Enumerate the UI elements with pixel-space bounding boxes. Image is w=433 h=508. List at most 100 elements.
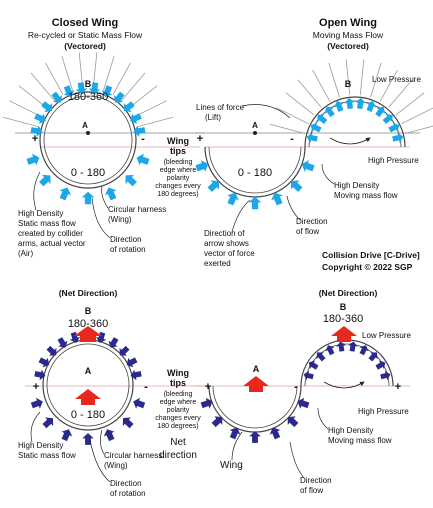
open-wing-title: Open Wing [319, 17, 377, 29]
open-wing-lines-leader [241, 104, 291, 119]
svg-text:Net: Net [170, 437, 186, 448]
flow-arrow [122, 417, 134, 429]
flow-arrow [82, 433, 94, 445]
flow-arrow [95, 331, 107, 344]
force-line [78, 52, 84, 89]
svg-text:High Density: High Density [18, 209, 63, 218]
open-wing-low-pressure: Low Pressure [372, 75, 421, 84]
flow-arrow [306, 132, 318, 144]
closed-wing-lower-range: 0 - 180 [71, 167, 105, 179]
net-left-high-density-note: High Density Static mass flow [18, 441, 76, 460]
svg-text:180 degrees): 180 degrees) [157, 423, 198, 430]
closed-wing-rotation-leader [91, 197, 111, 239]
flow-arrow [382, 114, 393, 125]
flow-arrow [39, 174, 51, 187]
svg-text:Wing: Wing [167, 136, 189, 146]
flow-arrow [297, 397, 310, 409]
net-open-wing-panel: (Net Direction) B 180-360 Low Pressure A… [195, 288, 411, 495]
svg-text:edge where: edge where [160, 399, 197, 406]
svg-text:exerted: exerted [204, 259, 231, 268]
net-right-hd-leader [317, 407, 329, 430]
svg-text:of flow: of flow [300, 486, 323, 495]
flow-arrow [392, 132, 404, 144]
open-wing-flow-arrows [195, 97, 404, 210]
force-line [276, 107, 309, 125]
closed-wing-minus: - [141, 133, 145, 145]
open-wing-a-label: A [252, 121, 258, 130]
force-line [134, 100, 167, 118]
force-line [138, 116, 174, 127]
flow-arrow [347, 341, 358, 352]
flow-arrow [61, 429, 73, 442]
net-left-harness-note: Circular harness (Wing) [104, 451, 162, 470]
force-line [9, 100, 42, 118]
open-wing-lines-of-force-1: Lines of force [196, 103, 245, 112]
net-right-red-arrow-top [331, 326, 357, 342]
net-right-flow-note: Direction of flow [300, 476, 332, 495]
svg-text:(Wing): (Wing) [108, 215, 132, 224]
force-line [401, 107, 433, 125]
force-line [128, 85, 158, 109]
svg-text:Moving mass flow: Moving mass flow [328, 436, 392, 445]
svg-text:Static mass flow: Static mass flow [18, 219, 76, 228]
closed-wing-harness-leader [101, 185, 109, 209]
open-wing-lower-arc-inner [208, 146, 302, 194]
flow-arrow [324, 106, 335, 118]
flow-arrow [69, 331, 81, 344]
net-left-harness-inner [46, 343, 130, 427]
net-left-plus: + [33, 381, 39, 393]
closed-wing-upper-range: 180-360 [68, 91, 108, 103]
open-wing-high-pressure: High Pressure [368, 156, 419, 165]
flow-arrow [108, 337, 119, 348]
wing-tips-top-note: Wing tips (bleeding edge where polarity … [155, 136, 201, 198]
flow-arrow [30, 397, 43, 409]
svg-text:High Density: High Density [18, 441, 63, 450]
flow-arrow [57, 337, 68, 348]
flow-arrow [101, 85, 113, 98]
open-wing-force-lines [269, 59, 433, 134]
flow-arrow [34, 369, 46, 381]
force-line [30, 72, 55, 101]
closed-wing-subtitle: Re-cycled or Static Mass Flow [28, 30, 143, 40]
flow-arrow [34, 113, 47, 124]
net-right-red-arrow-bottom [243, 376, 269, 392]
open-wing-lower-range: 0 - 180 [238, 167, 272, 179]
force-line [92, 52, 98, 89]
open-wing-flow-leader [286, 195, 301, 221]
force-line [121, 72, 146, 101]
net-left-hd-leader [30, 411, 41, 443]
flow-arrow [200, 397, 213, 409]
force-line [379, 69, 398, 102]
closed-wing-panel: Closed Wing Re-cycled or Static Mass Flo… [2, 17, 205, 258]
svg-text:vector of force: vector of force [204, 249, 255, 258]
svg-text:Copyright © 2022 SGP: Copyright © 2022 SGP [322, 262, 413, 272]
open-wing-high-density-note: High Density Moving mass flow [334, 181, 398, 200]
open-wing-upper-arc-inner [308, 100, 402, 148]
svg-text:polarity: polarity [167, 407, 190, 414]
flow-arrow [46, 345, 57, 356]
net-right-upper-range: 180-360 [323, 313, 363, 325]
flow-arrow [42, 417, 54, 429]
flow-arrow [248, 196, 262, 210]
net-closed-wing-panel: (Net Direction) B 180-360 A 0 - 180 + - … [18, 288, 205, 498]
svg-text:changes every: changes every [155, 415, 201, 422]
svg-text:created by collider: created by collider [18, 229, 83, 238]
closed-wing-rotation-note: Direction of rotation [110, 235, 146, 254]
net-right-lower-arc-inner [212, 385, 298, 429]
flow-arrow [113, 91, 125, 103]
open-wing-b-label: B [345, 79, 352, 89]
svg-text:of rotation: of rotation [110, 489, 146, 498]
force-line [269, 123, 305, 134]
closed-wing-title: Closed Wing [52, 17, 119, 29]
net-right-low-pressure: Low Pressure [362, 331, 411, 340]
flow-arrow [129, 113, 142, 124]
flow-arrow [336, 341, 347, 352]
net-right-high-pressure: High Pressure [358, 407, 409, 416]
flow-arrow [375, 360, 386, 370]
flow-arrow [104, 187, 117, 201]
wing-tips-bottom-note: Wing tips (bleeding edge where polarity … [155, 368, 201, 461]
flow-arrow [30, 125, 43, 137]
open-wing-flow-note: Direction of flow [296, 217, 328, 236]
flow-arrow [51, 91, 63, 103]
open-wing-arrow-note: Direction of arrow shows vector of force… [204, 229, 255, 268]
